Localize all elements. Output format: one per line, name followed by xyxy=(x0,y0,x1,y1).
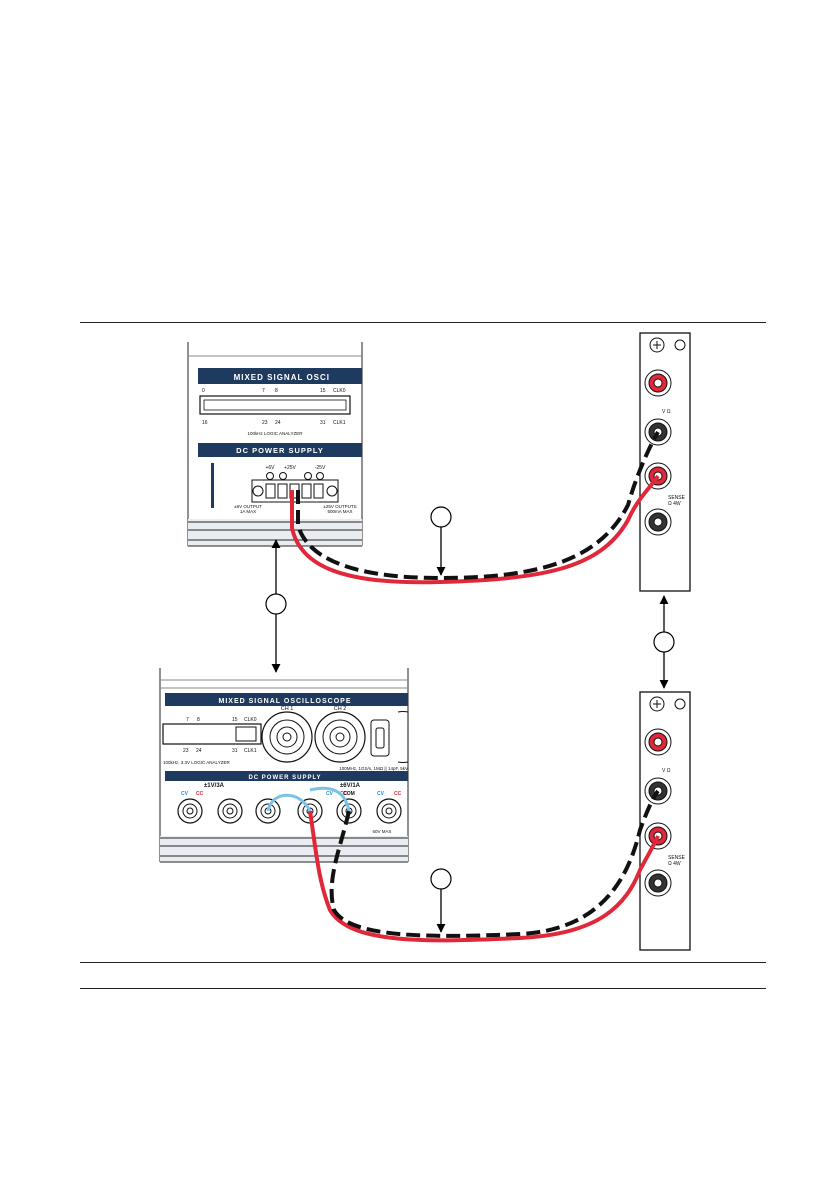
psu-com-label: COM xyxy=(343,791,355,797)
top-logic-pin-24: 24 xyxy=(275,420,281,426)
bottom-logic-pin-31: 31 xyxy=(232,748,238,754)
top-device-panel: MIXED SIGNAL OSCI 0 7 8 15 CLK0 16 23 24… xyxy=(187,342,363,547)
top-psu-label-neg25v: -25V xyxy=(315,465,326,471)
psu-right-cv: CV xyxy=(377,791,385,797)
dmm-top-module: V Ω SENSE Ω 4W xyxy=(639,332,691,592)
callout-arrow-1 xyxy=(265,539,287,673)
top-logic-pin-0: 0 xyxy=(202,388,205,394)
top-output-right-max: 500mA MAX xyxy=(327,509,352,514)
top-device-header-bar xyxy=(198,368,362,384)
top-logic-pin-15: 15 xyxy=(320,388,326,394)
dmm-bottom-sense-4w: Ω 4W xyxy=(668,861,681,867)
figure-top-rule xyxy=(80,322,766,323)
psu-jack-2[interactable] xyxy=(217,798,243,824)
top-output-left-max: 1A MAX xyxy=(240,509,256,514)
psu-mid-cv: CV xyxy=(326,791,334,797)
bottom-device-panel: MIXED SIGNAL OSCILLOSCOPE 7 8 15 CLK0 23… xyxy=(159,668,409,863)
bottom-logic-pin-23: 23 xyxy=(183,748,189,754)
dmm-top-jack-red-1[interactable] xyxy=(644,369,672,397)
callout-arrow-3 xyxy=(430,506,452,576)
dmm-top-sense-4w: Ω 4W xyxy=(668,501,681,507)
top-logic-pin-8: 8 xyxy=(275,388,278,394)
ch1-label: CH 1 xyxy=(281,706,294,712)
bottom-logic-pin-clk1: CLK1 xyxy=(244,748,257,754)
top-logic-pin-16: 16 xyxy=(202,420,208,426)
top-logic-caption: 100kHz LOGIC ANALYZER xyxy=(248,431,304,436)
bottom-device-header: MIXED SIGNAL OSCILLOSCOPE xyxy=(219,698,352,705)
scope-caption: 100MHz, 1GS/s, 1MΩ || 14pF, 5kV xyxy=(339,766,408,771)
bottom-logic-pin-8: 8 xyxy=(197,717,200,723)
psu-mid-cc: CC xyxy=(340,791,348,797)
dmm-top-sense: SENSE xyxy=(668,495,686,501)
dmm-bottom-jack-red-1[interactable] xyxy=(644,728,672,756)
bottom-logic-pin-15: 15 xyxy=(232,717,238,723)
top-psu-label-25v: +25V xyxy=(284,465,296,471)
dmm-top-vohm: V Ω xyxy=(662,409,671,415)
top-psu-label-6v: +6V xyxy=(265,465,275,471)
bottom-logic-pin-7: 7 xyxy=(186,717,189,723)
dmm-bottom-sense: SENSE xyxy=(668,855,686,861)
dmm-bottom-vohm: V Ω xyxy=(662,768,671,774)
psu-right-cc: CC xyxy=(394,791,402,797)
top-psu-header-bar xyxy=(198,443,362,457)
top-psu-header: DC POWER SUPPLY xyxy=(236,446,324,455)
psu-max-caption: 60V MAX xyxy=(372,829,391,834)
top-logic-pin-23: 23 xyxy=(262,420,268,426)
psu-jack-1[interactable] xyxy=(177,798,203,824)
callout-arrow-2 xyxy=(653,595,675,689)
top-device-header: MIXED SIGNAL OSCI xyxy=(234,373,330,382)
bottom-psu-header: DC POWER SUPPLY xyxy=(248,775,321,781)
figure-bottom-rule xyxy=(80,988,766,989)
dmm-top-jack-black-2[interactable] xyxy=(644,508,672,536)
dmm-bottom-module: V Ω SENSE Ω 4W xyxy=(639,691,691,951)
bottom-logic-caption: 100kHz, 3.3V LOGIC ANALYZER xyxy=(163,760,230,765)
callout-arrow-4 xyxy=(430,868,452,933)
figure-caption-rule xyxy=(80,962,766,963)
top-output-right: ±25V OUTPUTS xyxy=(323,504,356,509)
top-logic-connector xyxy=(199,395,351,415)
top-twisted-wire-pair xyxy=(290,430,660,585)
ch2-bnc-connector[interactable] xyxy=(314,711,366,763)
top-logic-pin-clk0: CLK0 xyxy=(333,388,346,394)
ch2-label: CH 2 xyxy=(334,706,347,712)
bottom-logic-pin-clk0: CLK0 xyxy=(244,717,257,723)
ch1-bnc-connector[interactable] xyxy=(261,711,313,763)
bottom-logic-pin-24: 24 xyxy=(196,748,202,754)
dmm-bottom-jack-black-2[interactable] xyxy=(644,869,672,897)
psu-left-cc: CC xyxy=(196,791,204,797)
top-logic-pin-clk1: CLK1 xyxy=(333,420,346,426)
psu-group-left: ±1V/3A xyxy=(204,783,225,789)
psu-jack-6[interactable] xyxy=(376,798,402,824)
psu-left-cv: CV xyxy=(181,791,189,797)
top-logic-pin-7: 7 xyxy=(262,388,265,394)
top-logic-pin-31: 31 xyxy=(320,420,326,426)
top-output-left: ±6V OUTPUT xyxy=(234,504,262,509)
psu-group-right: ±6V/1A xyxy=(340,783,361,789)
bottom-twisted-wire-pair xyxy=(266,786,660,943)
